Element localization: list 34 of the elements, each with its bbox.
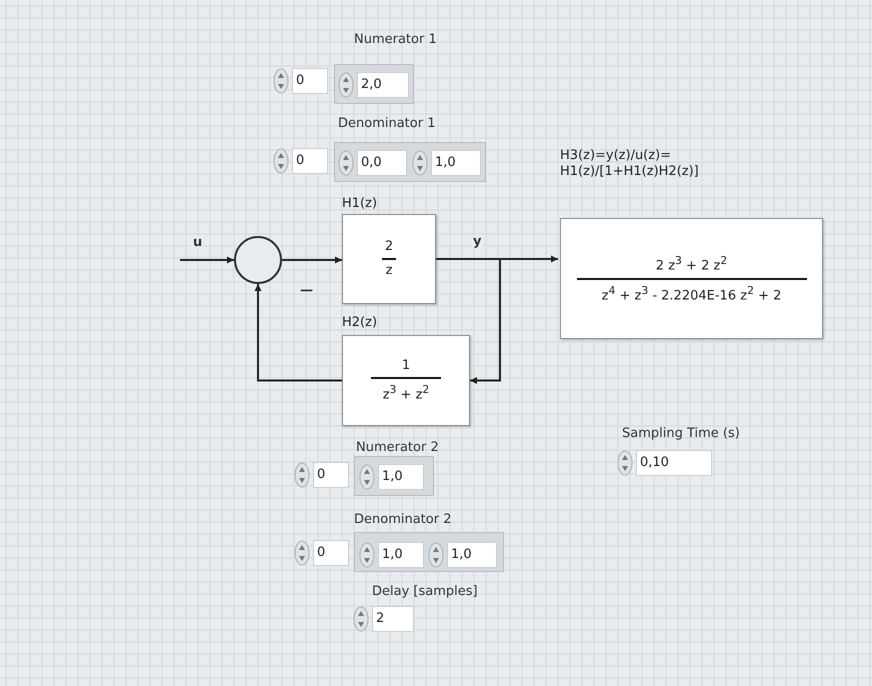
numerator-text: 2 z$^{3}$ + 2 z$^{2}$ [656, 253, 728, 274]
control-label: Delay [samples] [372, 584, 478, 599]
numeric-field: 0,10 [636, 450, 712, 476]
numeric-field: 0 [313, 540, 349, 566]
block-heading: H3(z)=y(z)/u(z)= H1(z)/[1+H1(z)H2(z)] [560, 148, 700, 180]
numeric-field: 1,0 [447, 542, 497, 568]
denominator-text: z [386, 263, 392, 279]
block-heading: H1(z) [342, 196, 378, 212]
signal-arrow [254, 284, 342, 382]
signal-arrow [436, 258, 501, 384]
numeric-field: 0 [292, 148, 328, 174]
denominator-text: z$^{4}$ + z$^{3}$ - 2.2204E-16 z$^{2}$ + 2 [602, 282, 782, 304]
numeric-field: 0 [292, 68, 328, 94]
numeric-field: 2,0 [357, 72, 409, 98]
signal-label: y [472, 235, 482, 249]
numeric-field: 1,0 [378, 464, 424, 490]
signal-arrow [180, 256, 234, 264]
numeric-field: 0 [313, 462, 349, 488]
control-label: Denominator 1 [338, 116, 436, 131]
numeric-field: 2 [372, 606, 414, 632]
control-label: Numerator 2 [356, 440, 439, 455]
block-heading: H2(z) [342, 315, 378, 331]
denominator-text: z$^{3}$ + z$^{2}$ [382, 382, 430, 404]
numerator-text: 2 [384, 239, 394, 255]
numeric-field: 1,0 [378, 542, 424, 568]
signal-arrow [282, 256, 342, 264]
minus-sign: — [300, 283, 313, 298]
control-label: Denominator 2 [354, 512, 452, 527]
numeric-field: 0,0 [357, 150, 407, 176]
control-label: Numerator 1 [354, 32, 437, 47]
signal-label: u [192, 236, 204, 250]
numeric-field: 1,0 [431, 150, 481, 176]
numerator-text: 1 [402, 358, 410, 374]
control-label: Sampling Time (s) [622, 426, 740, 441]
